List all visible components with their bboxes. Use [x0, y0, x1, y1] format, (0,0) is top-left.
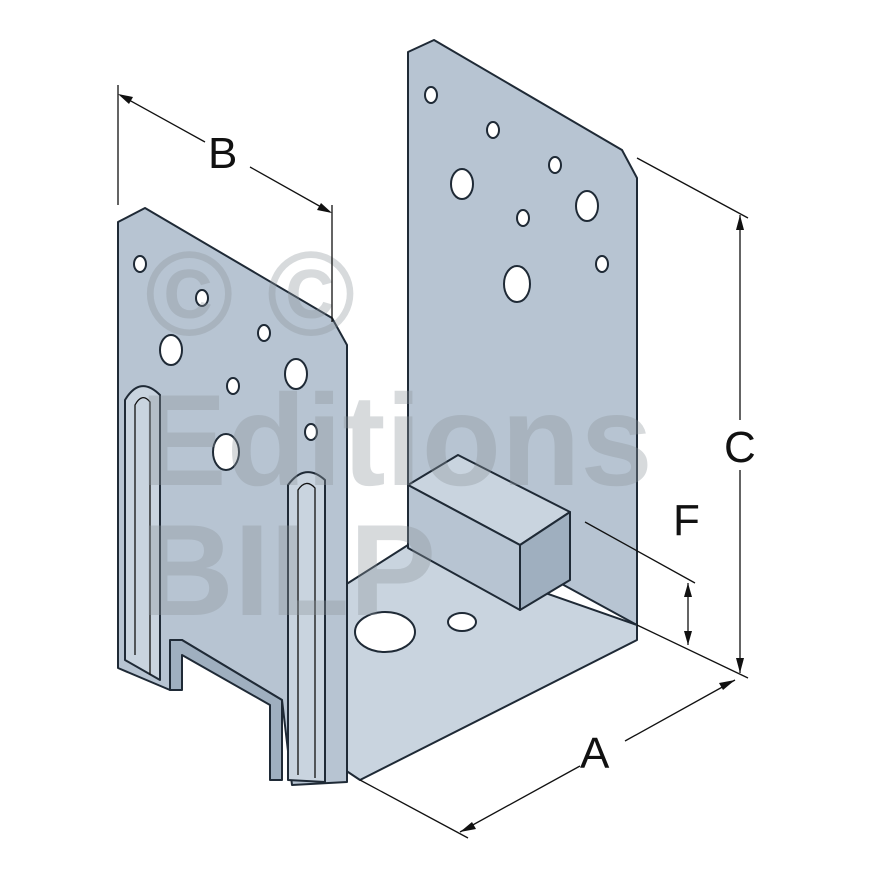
watermark: © © Editions BILP [140, 227, 653, 643]
left-plate-inner-edge [169, 639, 283, 781]
base-plate-holes [354, 611, 477, 653]
watermark-line-3: BILP [140, 497, 436, 643]
dimension-b: B [117, 85, 333, 322]
dimension-a: A [359, 679, 736, 839]
timber-block-front [519, 511, 571, 611]
watermark-line-2: Editions [140, 367, 653, 513]
back-plate-holes [424, 86, 609, 303]
watermark-line-1: © © [145, 227, 355, 361]
label-f: F [673, 496, 700, 545]
dimension-c: C [636, 157, 756, 679]
label-a: A [580, 729, 610, 778]
label-b: B [208, 129, 237, 178]
dimension-f: F [584, 496, 700, 645]
left-plate-ribs [124, 385, 326, 783]
left-plate-holes [133, 255, 318, 471]
label-c: C [724, 423, 756, 472]
